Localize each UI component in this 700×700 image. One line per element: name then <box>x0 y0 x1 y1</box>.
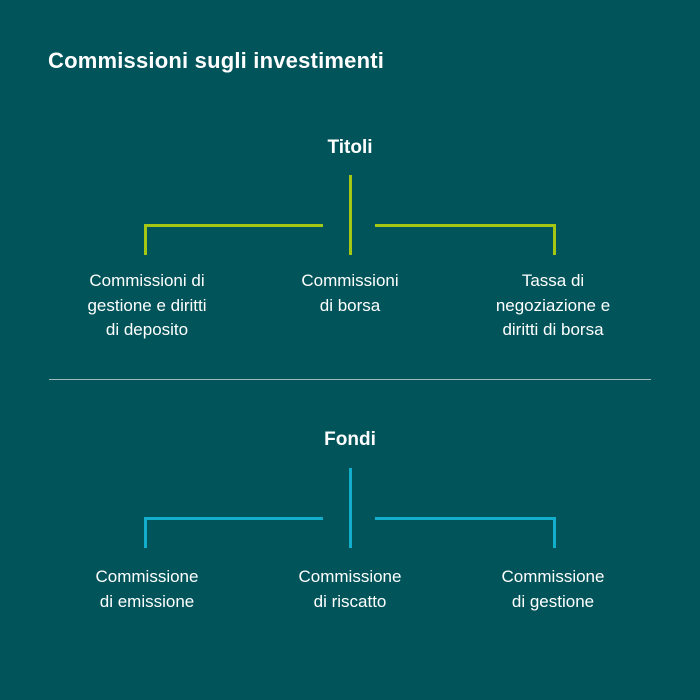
fondi-node-riscatto: Commissione di riscatto <box>298 567 402 611</box>
titoli-tree-root-line <box>348 175 352 255</box>
titoli-tree-left-branch-line <box>144 224 323 227</box>
section-divider <box>49 379 651 380</box>
fondi-node-gestione: Commissione di gestione <box>501 567 605 611</box>
fondi-tree-right-branch-line <box>375 517 556 520</box>
page-title: Commissioni sugli investimenti <box>48 48 385 73</box>
titoli-tree-right-branch-line <box>375 224 556 227</box>
fondi-tree-left-drop-line <box>144 517 147 548</box>
fondi-tree-root-line <box>348 468 352 548</box>
fondi-node-emissione: Commissione di emissione <box>95 567 199 611</box>
fondi-section-heading: Fondi <box>324 429 376 450</box>
fondi-tree-left-branch-line <box>144 517 323 520</box>
fondi-tree-right-drop-line <box>553 517 556 548</box>
titoli-tree-right-drop-line <box>553 224 556 255</box>
titoli-tree-left-drop-line <box>144 224 147 255</box>
titoli-node-gestione-deposito: Commissioni di gestione e diritti di dep… <box>87 271 207 339</box>
titoli-section-heading: Titoli <box>327 137 373 158</box>
titoli-node-borsa: Commissioni di borsa <box>301 271 399 315</box>
titoli-node-tassa-negoziazione: Tassa di negoziazione e diritti di borsa <box>495 271 611 339</box>
